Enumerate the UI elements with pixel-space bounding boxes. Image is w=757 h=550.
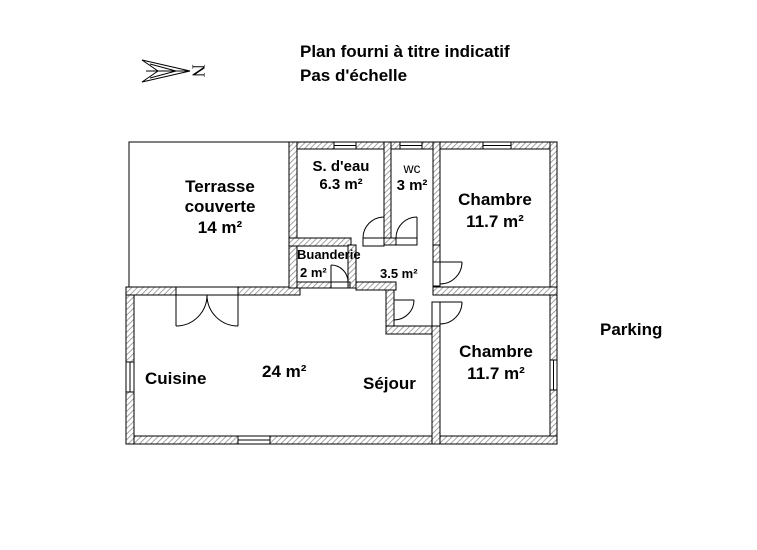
sdeau-area: 6.3 m²	[319, 176, 363, 193]
north-arrow-icon	[141, 59, 191, 83]
chambre2-label: Chambre 11.7 m²	[446, 341, 546, 385]
north-letter: N	[188, 64, 209, 78]
chambre2-area: 11.7 m²	[467, 364, 525, 384]
terrasse-name-line1: Terrasse	[185, 177, 255, 196]
cuisine-name: Cuisine	[145, 369, 207, 388]
wc-name: wc	[403, 160, 421, 176]
chambre1-label: Chambre 11.7 m²	[445, 189, 545, 233]
couloir-area: 3.5 m²	[380, 266, 418, 281]
disclaimer-line-1: Plan fourni à titre indicatif	[300, 42, 510, 61]
terrasse-name-line2: couverte	[184, 197, 256, 217]
disclaimer-line-2: Pas d'échelle	[300, 66, 408, 85]
sejour-name: Séjour	[363, 374, 416, 393]
terrasse-label: Terrasse couverte 14 m²	[160, 177, 280, 238]
windows	[125, 141, 558, 445]
doors	[175, 216, 463, 327]
chambre1-area: 11.7 m²	[466, 212, 524, 232]
parking-label: Parking	[600, 320, 663, 339]
chambre1-name: Chambre	[458, 190, 532, 209]
buanderie-name: Buanderie	[297, 247, 361, 262]
wc-label: wc 3 m²	[391, 160, 433, 195]
chambre2-name: Chambre	[459, 342, 533, 361]
sdeau-label: S. d'eau 6.3 m²	[298, 158, 384, 194]
terrasse-area: 14 m²	[197, 217, 243, 237]
sejour-area: 24 m²	[262, 362, 307, 381]
sdeau-name: S. d'eau	[312, 158, 370, 175]
wc-area: 3 m²	[396, 176, 428, 194]
buanderie-area: 2 m²	[300, 265, 327, 280]
